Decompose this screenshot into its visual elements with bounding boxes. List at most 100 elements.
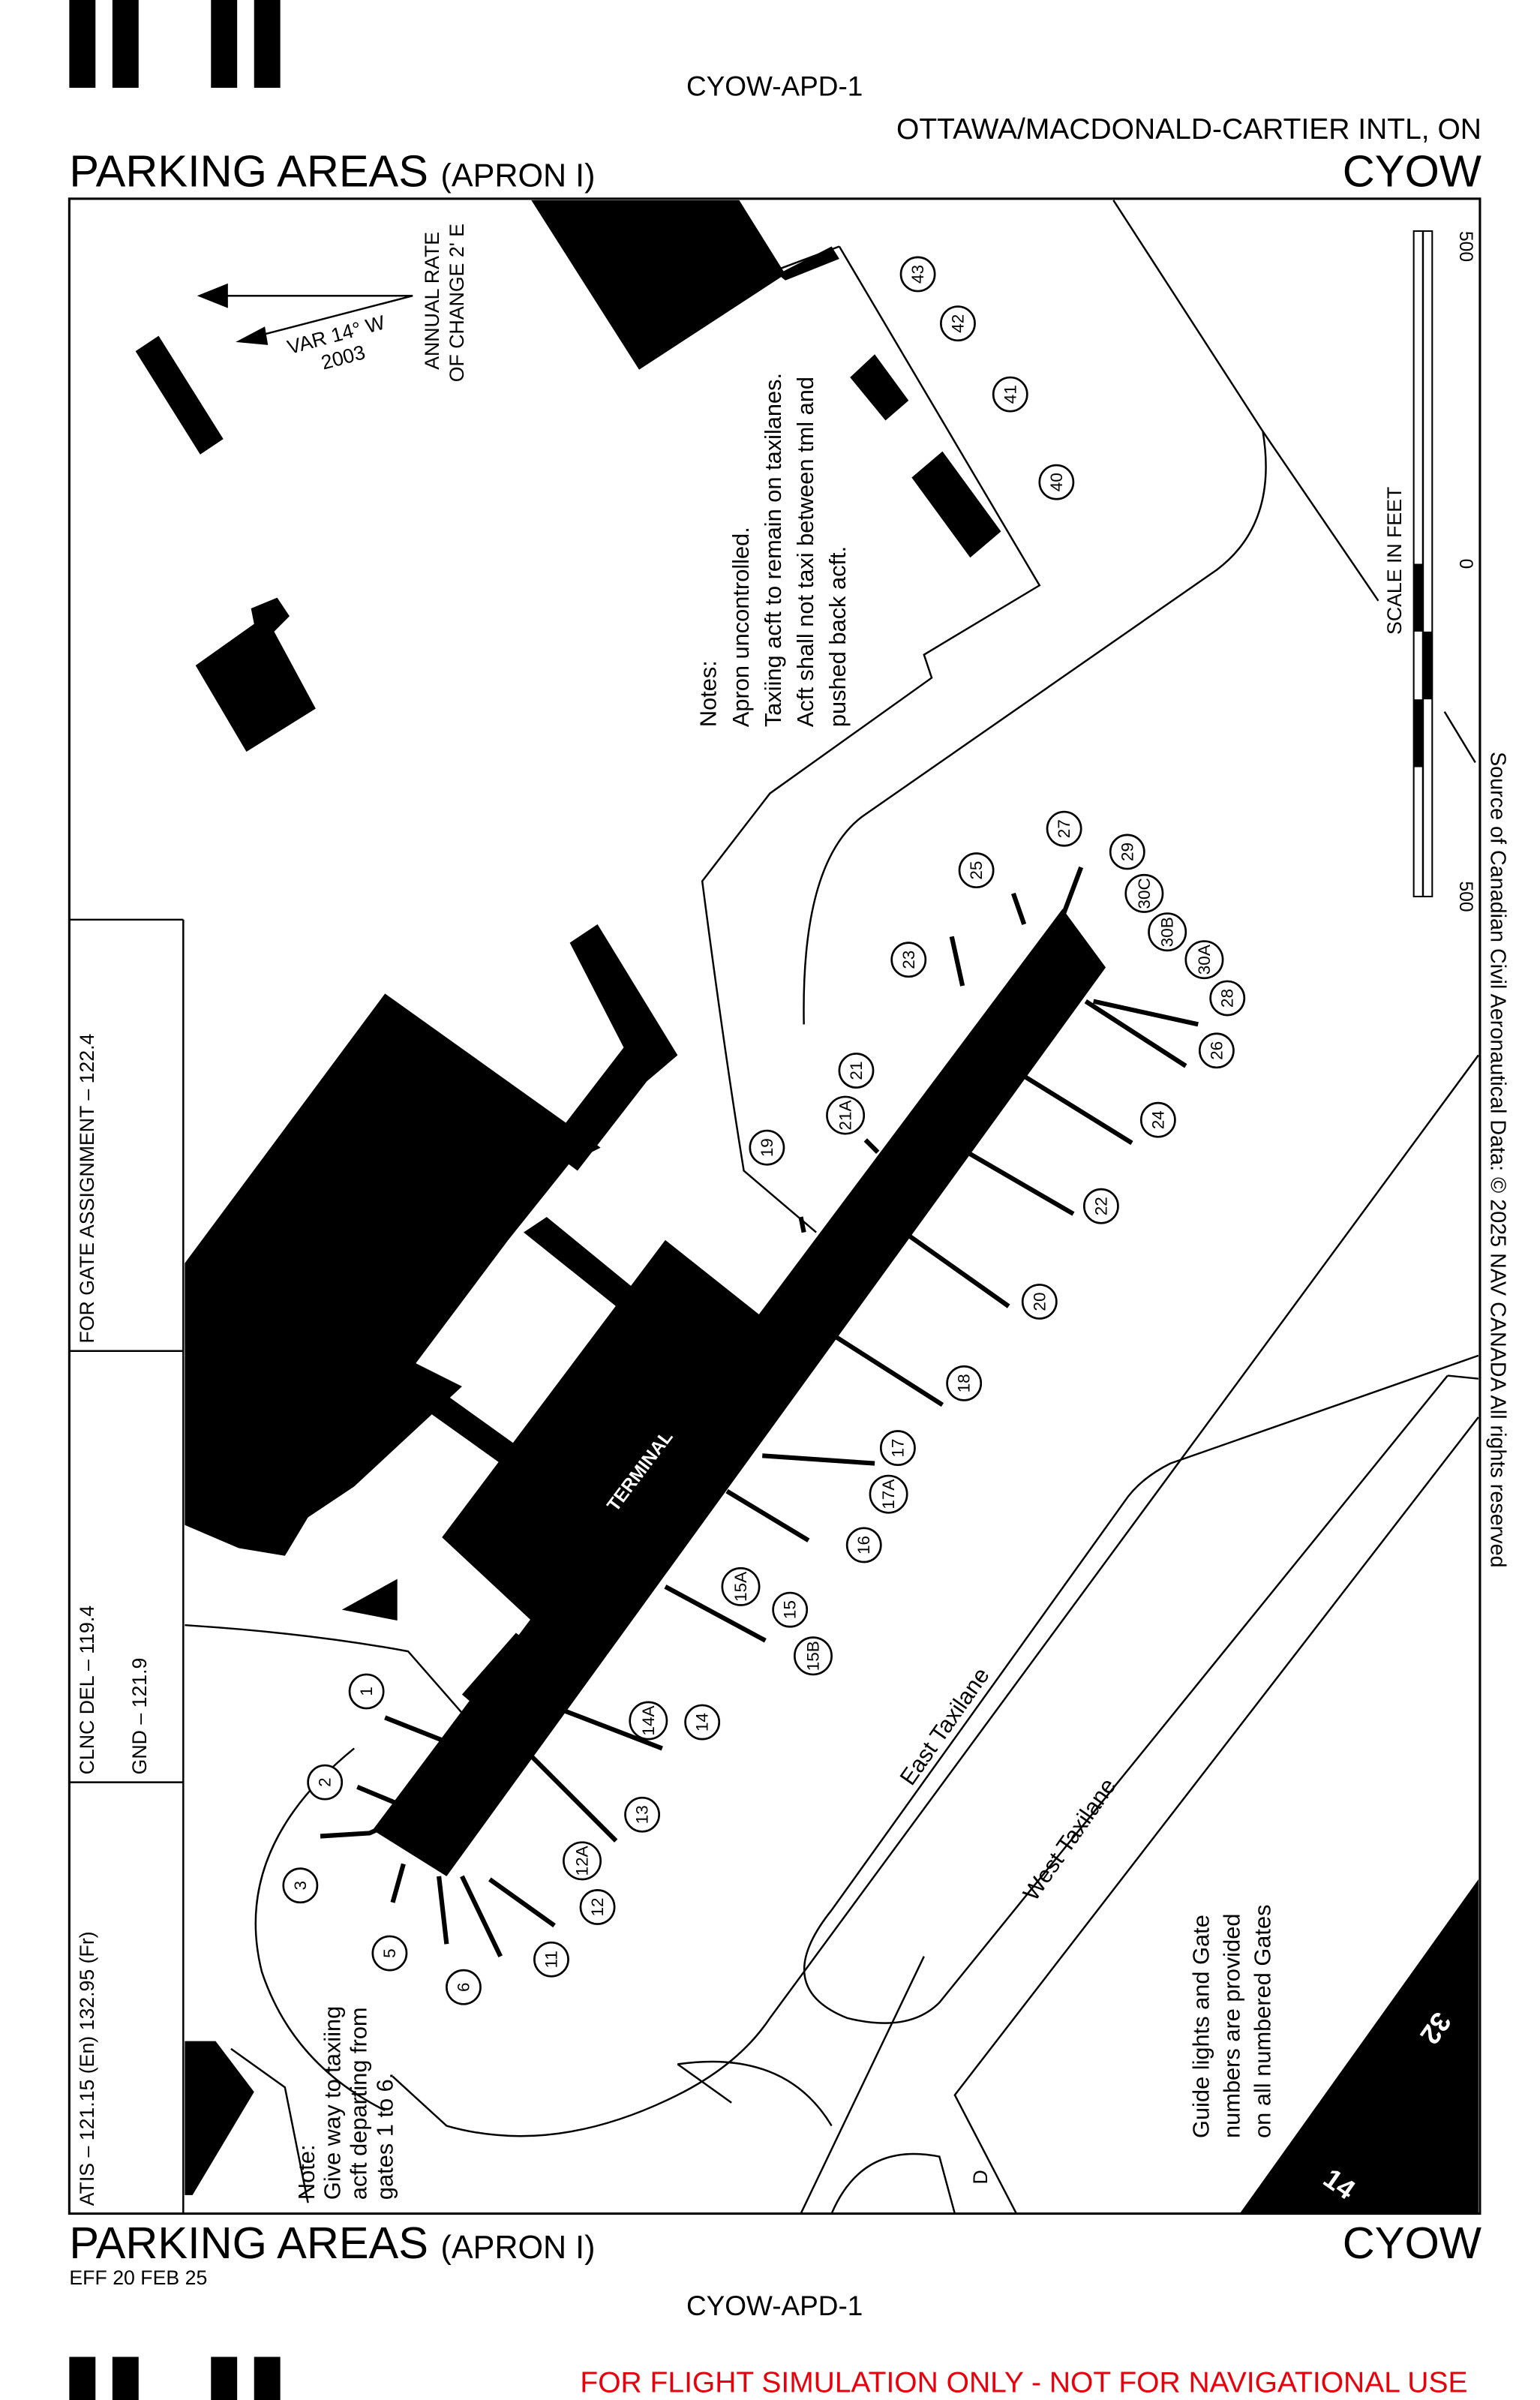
gate-23[interactable]: 23 [890,942,927,978]
gate-label: 43 [908,265,927,284]
scale-left: 500 [1455,231,1475,262]
gate-15b[interactable]: 15B [794,1636,833,1676]
gate-11[interactable]: 11 [533,1941,569,1978]
gate-24[interactable]: 24 [1139,1101,1176,1138]
gate-15[interactable]: 15 [772,1591,809,1628]
scale-label: SCALE IN FEET [1383,487,1406,635]
gate-26[interactable]: 26 [1198,1032,1235,1069]
gate-label: 18 [955,1374,974,1392]
gate-17[interactable]: 17 [879,1430,916,1466]
clnc-del-freq: CLNC DEL – 119.4 [76,1606,98,1775]
gate-30a[interactable]: 30A [1184,940,1224,980]
gate-30b[interactable]: 30B [1148,912,1187,952]
gate-20[interactable]: 20 [1021,1284,1058,1320]
gate-12a[interactable]: 12A [563,1841,602,1881]
registration-mark [112,0,139,89]
registration-mark [211,2356,238,2400]
note-line: Guide lights and Gate [1188,1915,1214,2138]
gate-1[interactable]: 1 [348,1673,385,1710]
gate-label: 26 [1207,1041,1226,1060]
gate-19[interactable]: 19 [749,1129,785,1166]
note-line: gates 1 to 6. [372,2073,398,2200]
registration-mark [112,2356,139,2400]
gate-3[interactable]: 3 [282,1867,319,1904]
gate-21[interactable]: 21 [838,1053,875,1089]
footer-title-main: PARKING AREAS [69,2218,428,2268]
gate-label: 14 [693,1713,712,1732]
note-line: Note: [293,2144,320,2200]
gate-6[interactable]: 6 [446,1969,482,2005]
gnd-freq: GND – 121.9 [128,1658,151,1775]
gate-12[interactable]: 12 [579,1889,616,1925]
scale-zero: 0 [1455,559,1475,569]
registration-mark [254,2356,281,2400]
registration-mark [211,0,238,89]
gate-label: 1 [357,1687,376,1696]
gate-40[interactable]: 40 [1038,464,1075,500]
gate-label: 20 [1030,1292,1049,1311]
footer-icao: CYOW [1343,2218,1481,2268]
apron-edges [185,200,1479,2215]
gate-14[interactable]: 14 [684,1704,721,1741]
gate-label: 3 [291,1881,310,1891]
gate-label: 17A [879,1479,898,1509]
gate-5[interactable]: 5 [371,1935,408,1972]
registration-mark [254,0,281,89]
gate-30c[interactable]: 30C [1124,873,1164,913]
title-main: PARKING AREAS [69,146,428,196]
gate-29[interactable]: 29 [1109,834,1145,870]
gate-16[interactable]: 16 [845,1527,882,1563]
magnetic-variation: VAR 14° W 2003 ANNUAL RATE OF CHANGE 2' … [197,224,468,382]
gate-label: 17 [888,1439,907,1458]
gate-label: 21A [836,1100,855,1131]
gate-41[interactable]: 41 [992,376,1028,413]
buildings [135,200,1001,2195]
gate-25[interactable]: 25 [958,852,995,889]
note-line: on all numbered Gates [1250,1905,1276,2138]
gate-assignment-freq: FOR GATE ASSIGNMENT – 122.4 [76,1033,98,1343]
gate-label: 13 [633,1805,652,1824]
gate-label: 15B [803,1641,822,1671]
airport-name: OTTAWA/MACDONALD-CARTIER INTL, ON [896,113,1481,146]
gate-2[interactable]: 2 [307,1764,344,1801]
atis-freq: ATIS – 121.15 (En) 132.95 (Fr) [76,1931,98,2206]
gate-label: 40 [1047,473,1066,491]
gate-label: 27 [1055,819,1073,838]
gate-42[interactable]: 42 [940,305,976,342]
gate-22[interactable]: 22 [1082,1188,1119,1224]
chart-id: CYOW-APD-1 [686,71,863,101]
gate-18[interactable]: 18 [946,1365,983,1401]
east-taxilane-label: East Taxilane [894,1663,994,1790]
gate-14a[interactable]: 14A [629,1701,668,1741]
gate-13[interactable]: 13 [624,1796,661,1833]
scale-bar: 500 0 500 SCALE IN FEET [1383,230,1475,912]
give-way-note: Note: Give way to taxiing acft departing… [293,2006,398,2200]
gate-label: 12A [573,1845,592,1876]
note-line: Give way to taxiing [320,2006,346,2200]
title-sub: (APRON I) [441,158,596,194]
gate-label: 28 [1218,989,1237,1008]
registration-mark [69,2356,96,2400]
gate-28[interactable]: 28 [1209,980,1246,1017]
gate-17a[interactable]: 17A [869,1474,908,1514]
gate-15a[interactable]: 15A [721,1566,761,1606]
gate-27[interactable]: 27 [1046,810,1082,847]
gate-label: 41 [1001,385,1019,404]
note-line: Taxiing acft to remain on taxilanes. [760,373,786,727]
simulation-disclaimer: FOR FLIGHT SIMULATION ONLY - NOT FOR NAV… [580,2367,1467,2399]
note-line: acft departing from [346,2007,372,2200]
note-line: Apron uncontrolled. [728,527,754,727]
gate-21a[interactable]: 21A [826,1095,866,1135]
gate-label: 42 [948,314,967,333]
gate-label: 14A [639,1705,658,1735]
gate-label: 11 [542,1951,560,1968]
gate-label: 22 [1091,1197,1110,1215]
footer-chart-id: CYOW-APD-1 [686,2290,863,2321]
icao-code: CYOW [1343,146,1481,196]
frequency-box: FOR GATE ASSIGNMENT – 122.4 CLNC DEL – 1… [69,918,185,2214]
gate-label: 30B [1158,917,1177,947]
gate-label: 24 [1148,1110,1167,1129]
gate-label: 19 [758,1138,776,1157]
taxiway-d-label: D [969,2170,992,2184]
gate-43[interactable]: 43 [899,256,936,293]
